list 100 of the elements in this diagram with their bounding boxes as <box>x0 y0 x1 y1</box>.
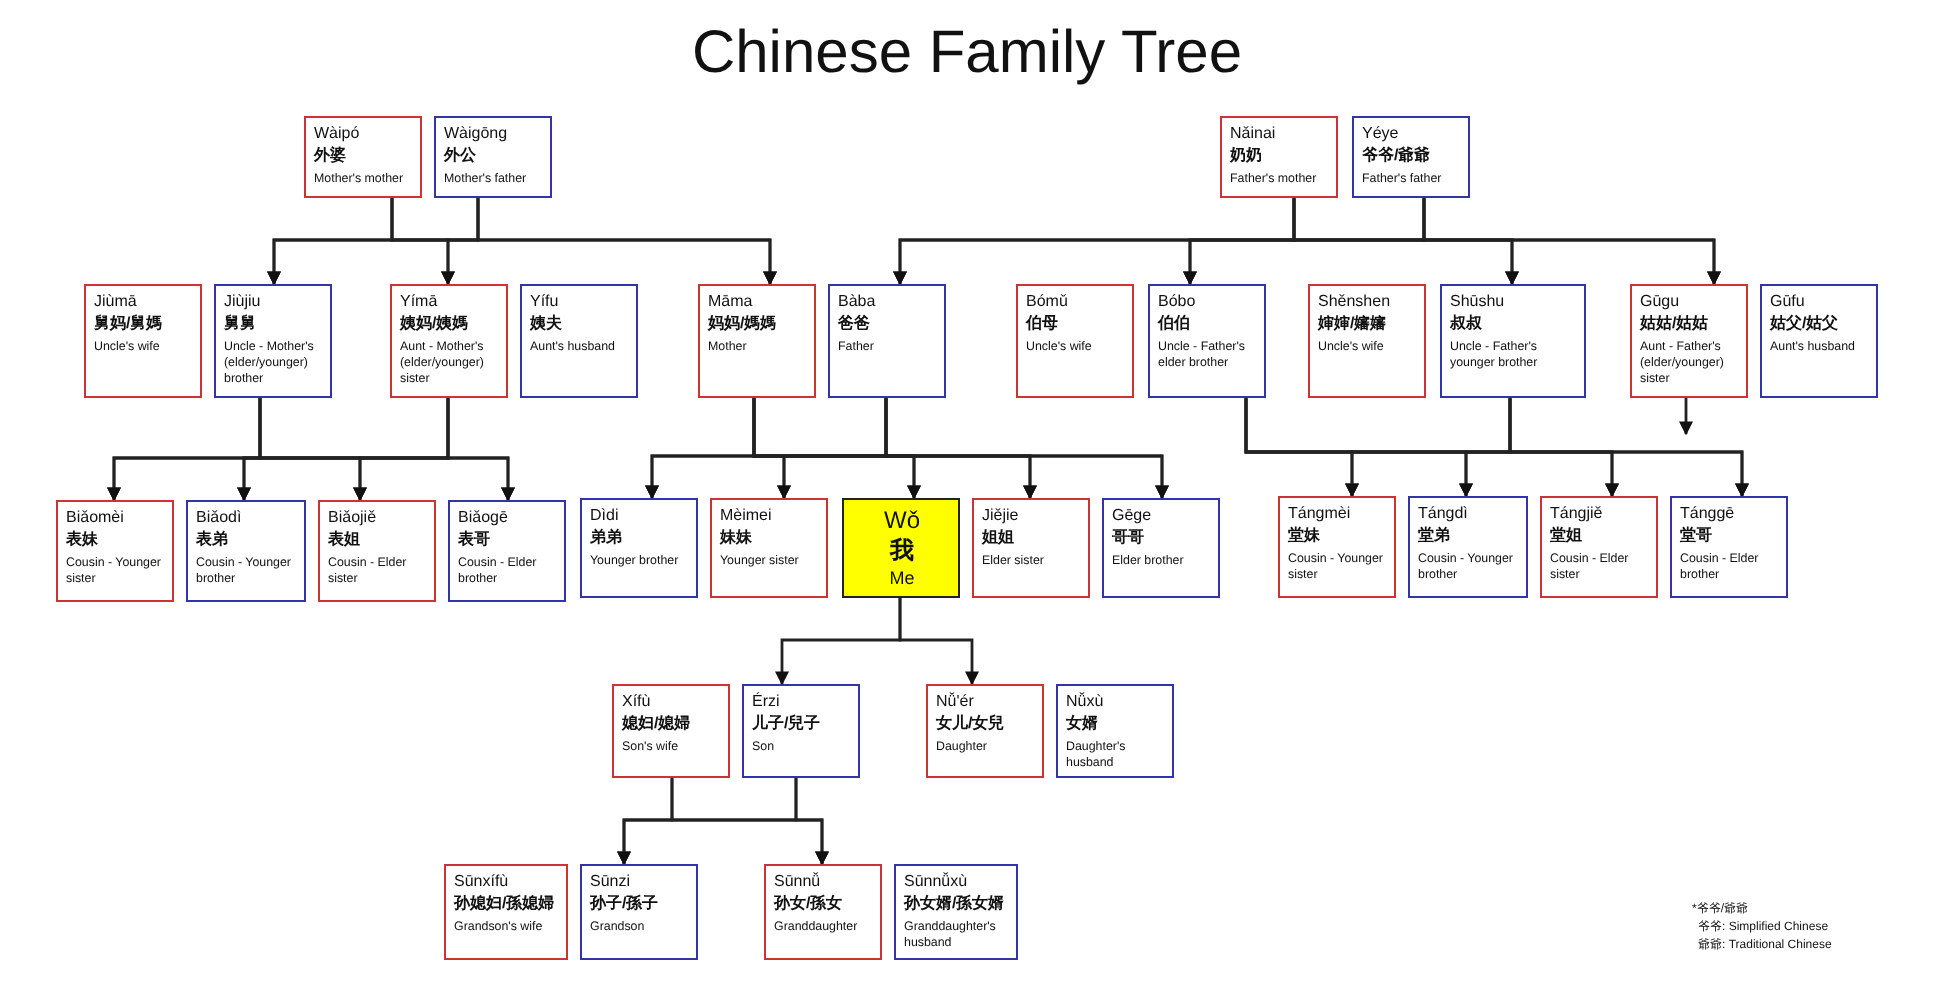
chinese-characters: 女婿 <box>1066 712 1100 736</box>
pinyin: Nǚxù <box>1066 692 1106 712</box>
person-box <box>742 684 860 778</box>
pinyin: Shěnshen <box>1318 292 1393 312</box>
pinyin: Sūnnǚxù <box>904 872 970 892</box>
chinese-characters: 哥哥 <box>1112 526 1146 550</box>
chinese-characters: 爸爸 <box>838 312 872 336</box>
pinyin: Xífù <box>622 692 653 712</box>
person-box <box>828 284 946 398</box>
chinese-characters: 媳妇/媳婦 <box>622 712 693 736</box>
person-box <box>1220 116 1338 198</box>
chinese-characters: 堂弟 <box>1418 524 1452 548</box>
pinyin: Sūnxífù <box>454 872 511 892</box>
person-box <box>1760 284 1878 398</box>
pinyin: Biǎogē <box>458 508 510 528</box>
chinese-characters: 姑父/姑父 <box>1770 312 1841 336</box>
chinese-characters: 表姐 <box>328 528 362 552</box>
chinese-characters: 孙子/孫子 <box>590 892 661 916</box>
chinese-characters: 叔叔 <box>1450 312 1484 336</box>
chinese-characters: 外公 <box>444 144 478 168</box>
chinese-characters: 堂哥 <box>1680 524 1714 548</box>
pinyin: Wàigōng <box>444 124 510 144</box>
pinyin: Nǎinai <box>1230 124 1278 144</box>
person-box <box>1670 496 1788 598</box>
pinyin: Tángdì <box>1418 504 1470 524</box>
connector-arrow <box>1508 398 1749 498</box>
connector-arrow <box>446 398 515 502</box>
english-meaning: Me <box>887 566 917 590</box>
chinese-characters: 表妹 <box>66 528 100 552</box>
pinyin: Biǎojiě <box>328 508 379 528</box>
chinese-characters: 姨妈/姨媽 <box>400 312 471 336</box>
chinese-characters: 堂姐 <box>1550 524 1584 548</box>
person-box <box>520 284 638 398</box>
person-box <box>1016 284 1134 398</box>
chinese-characters: 姑姑/姑姑 <box>1640 312 1711 336</box>
chinese-characters: 妈妈/媽媽 <box>708 312 779 336</box>
person-box <box>1308 284 1426 398</box>
person-box <box>390 284 508 398</box>
person-box <box>926 684 1044 778</box>
person-box <box>612 684 730 778</box>
person-box <box>710 498 828 598</box>
chinese-characters: 外婆 <box>314 144 348 168</box>
connector-arrow <box>1422 198 1721 286</box>
chinese-characters: 妹妹 <box>720 526 754 550</box>
pinyin: Jiějie <box>982 506 1021 526</box>
person-box <box>764 864 882 960</box>
highlighted-person-box <box>842 498 960 598</box>
chinese-characters: 孙女婿/孫女婿 <box>904 892 1007 916</box>
chinese-characters: 表弟 <box>196 528 230 552</box>
pinyin: Tánggē <box>1680 504 1737 524</box>
person-box <box>214 284 332 398</box>
person-box <box>1440 284 1586 398</box>
pinyin: Jiùjiu <box>224 292 263 312</box>
pinyin: Tángmèi <box>1288 504 1353 524</box>
person-box <box>1102 498 1220 598</box>
person-box <box>1148 284 1266 398</box>
pinyin: Yífu <box>530 292 561 312</box>
pinyin: Nǚ'ér <box>936 692 976 712</box>
chinese-characters: 舅舅 <box>224 312 258 336</box>
pinyin: Bàba <box>838 292 878 312</box>
pinyin: Biǎodì <box>196 508 244 528</box>
title: Chinese Family Tree <box>689 20 1245 88</box>
person-box <box>186 500 306 602</box>
chinese-characters: 伯伯 <box>1158 312 1192 336</box>
chinese-characters: 姐姐 <box>982 526 1016 550</box>
person-box <box>1352 116 1470 198</box>
connector-arrow <box>884 398 1169 500</box>
pinyin: Tángjiě <box>1550 504 1605 524</box>
person-box <box>1540 496 1658 598</box>
connector-arrow <box>794 778 829 866</box>
chinese-characters: 姨夫 <box>530 312 564 336</box>
chinese-characters: 弟弟 <box>590 526 624 550</box>
chinese-characters: 婶婶/嬸嬸 <box>1318 312 1389 336</box>
person-box <box>318 500 436 602</box>
pinyin: Gūgu <box>1640 292 1682 312</box>
person-box <box>972 498 1090 598</box>
pinyin: Sūnnǚ <box>774 872 823 892</box>
pinyin: Yéye <box>1362 124 1401 144</box>
chinese-characters: 舅妈/舅媽 <box>94 312 165 336</box>
chinese-characters: 孙女/孫女 <box>774 892 845 916</box>
pinyin: Gūfu <box>1770 292 1807 312</box>
pinyin: Gēge <box>1112 506 1154 526</box>
person-box <box>84 284 202 398</box>
chinese-characters: 表哥 <box>458 528 492 552</box>
person-box <box>56 500 174 602</box>
pinyin: Jiùmā <box>94 292 139 312</box>
person-box <box>580 498 698 598</box>
pinyin: Bómǔ <box>1026 292 1070 312</box>
chinese-characters: 奶奶 <box>1230 144 1264 168</box>
connector-arrow <box>898 598 979 686</box>
connector-arrow <box>476 198 777 286</box>
pinyin: Wàipó <box>314 124 362 144</box>
pinyin: Yímā <box>400 292 440 312</box>
person-box <box>304 116 422 198</box>
pinyin: Sūnzi <box>590 872 633 892</box>
person-box <box>1630 284 1748 398</box>
person-box <box>1278 496 1396 598</box>
person-box <box>580 864 698 960</box>
person-box <box>448 500 566 602</box>
pinyin: Dìdi <box>590 506 621 526</box>
